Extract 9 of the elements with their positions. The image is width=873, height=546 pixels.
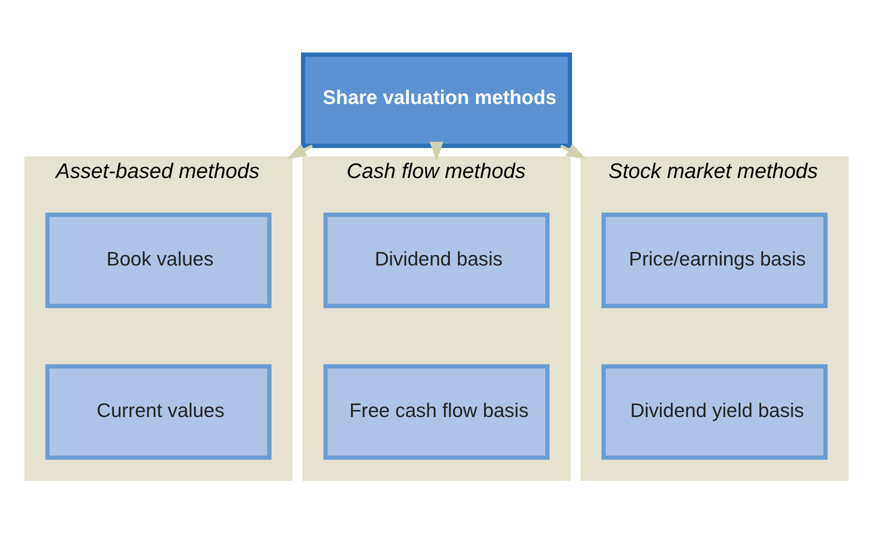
arrow [430, 142, 444, 162]
node-box: Free cash flow basis [323, 364, 550, 460]
node-box: Dividend yield basis [602, 364, 828, 460]
node-box: Price/earnings basis [602, 212, 828, 308]
node-box: Dividend basis [323, 212, 550, 308]
node-box: Book values [45, 212, 272, 308]
arrow [286, 144, 313, 160]
node-box: Current values [45, 364, 272, 460]
arrow [560, 144, 586, 160]
